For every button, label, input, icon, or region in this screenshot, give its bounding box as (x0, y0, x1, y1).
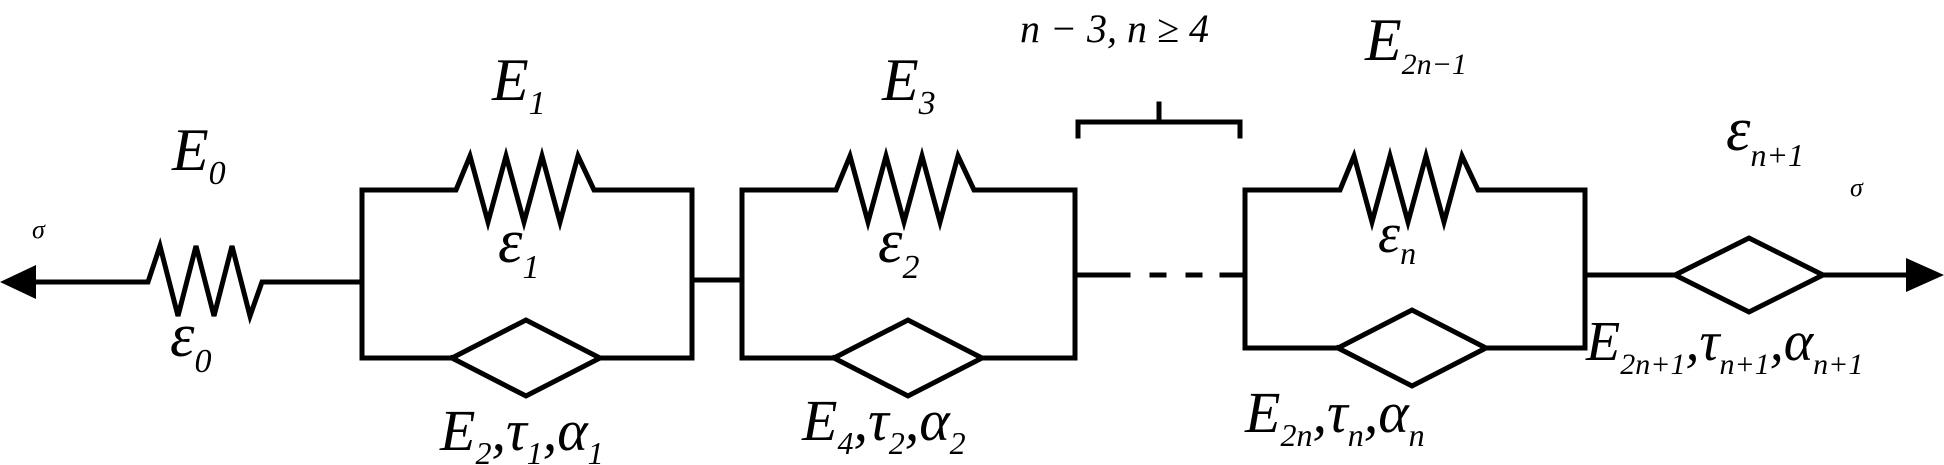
spring-e0 (119, 237, 365, 325)
end-dashpot-label: E2n+1,τn+1,αn+1 (1585, 311, 1863, 381)
strain-n-label: εn (1378, 203, 1416, 271)
kelvin-element-1 (359, 146, 695, 399)
end-dashpot (1582, 235, 1913, 315)
kelvin-element-n (1242, 146, 1588, 389)
strain-n-plus-1-label: εn+1 (1726, 96, 1804, 173)
strain-1-label: ε1 (498, 208, 539, 286)
omitted-elements-bracket (1075, 101, 1243, 139)
stress-label-right: σ (1850, 173, 1864, 202)
dashpot-1-label: E2,τ1,α1 (439, 398, 604, 465)
spring-e3-modulus-label: E3 (881, 47, 936, 122)
stress-label-left: σ (32, 215, 46, 244)
dashpot-n (1242, 307, 1492, 389)
spring-e2n-1-modulus-label: E2n−1 (1364, 7, 1467, 81)
spring-e1 (359, 146, 695, 232)
spring-e3 (739, 146, 1078, 232)
right-stress-arrow (1906, 258, 1944, 292)
dashpot-n-label: E2n,τn,αn (1244, 380, 1425, 453)
spring-e0-strain-label: ε0 (170, 302, 211, 380)
left-stress-arrow (0, 265, 125, 299)
spring-e2n-1 (1242, 146, 1588, 232)
dashpot-1 (359, 317, 606, 399)
spring-e1-modulus-label: E1 (491, 47, 546, 122)
spring-e0-modulus-label: E0 (171, 117, 226, 192)
omitted-count-label: n − 3, n ≥ 4 (1020, 6, 1209, 51)
dashpot-2 (739, 317, 988, 399)
strain-2-label: ε2 (878, 208, 919, 286)
dashpot-2-label: E4,τ2,α2 (801, 388, 966, 461)
